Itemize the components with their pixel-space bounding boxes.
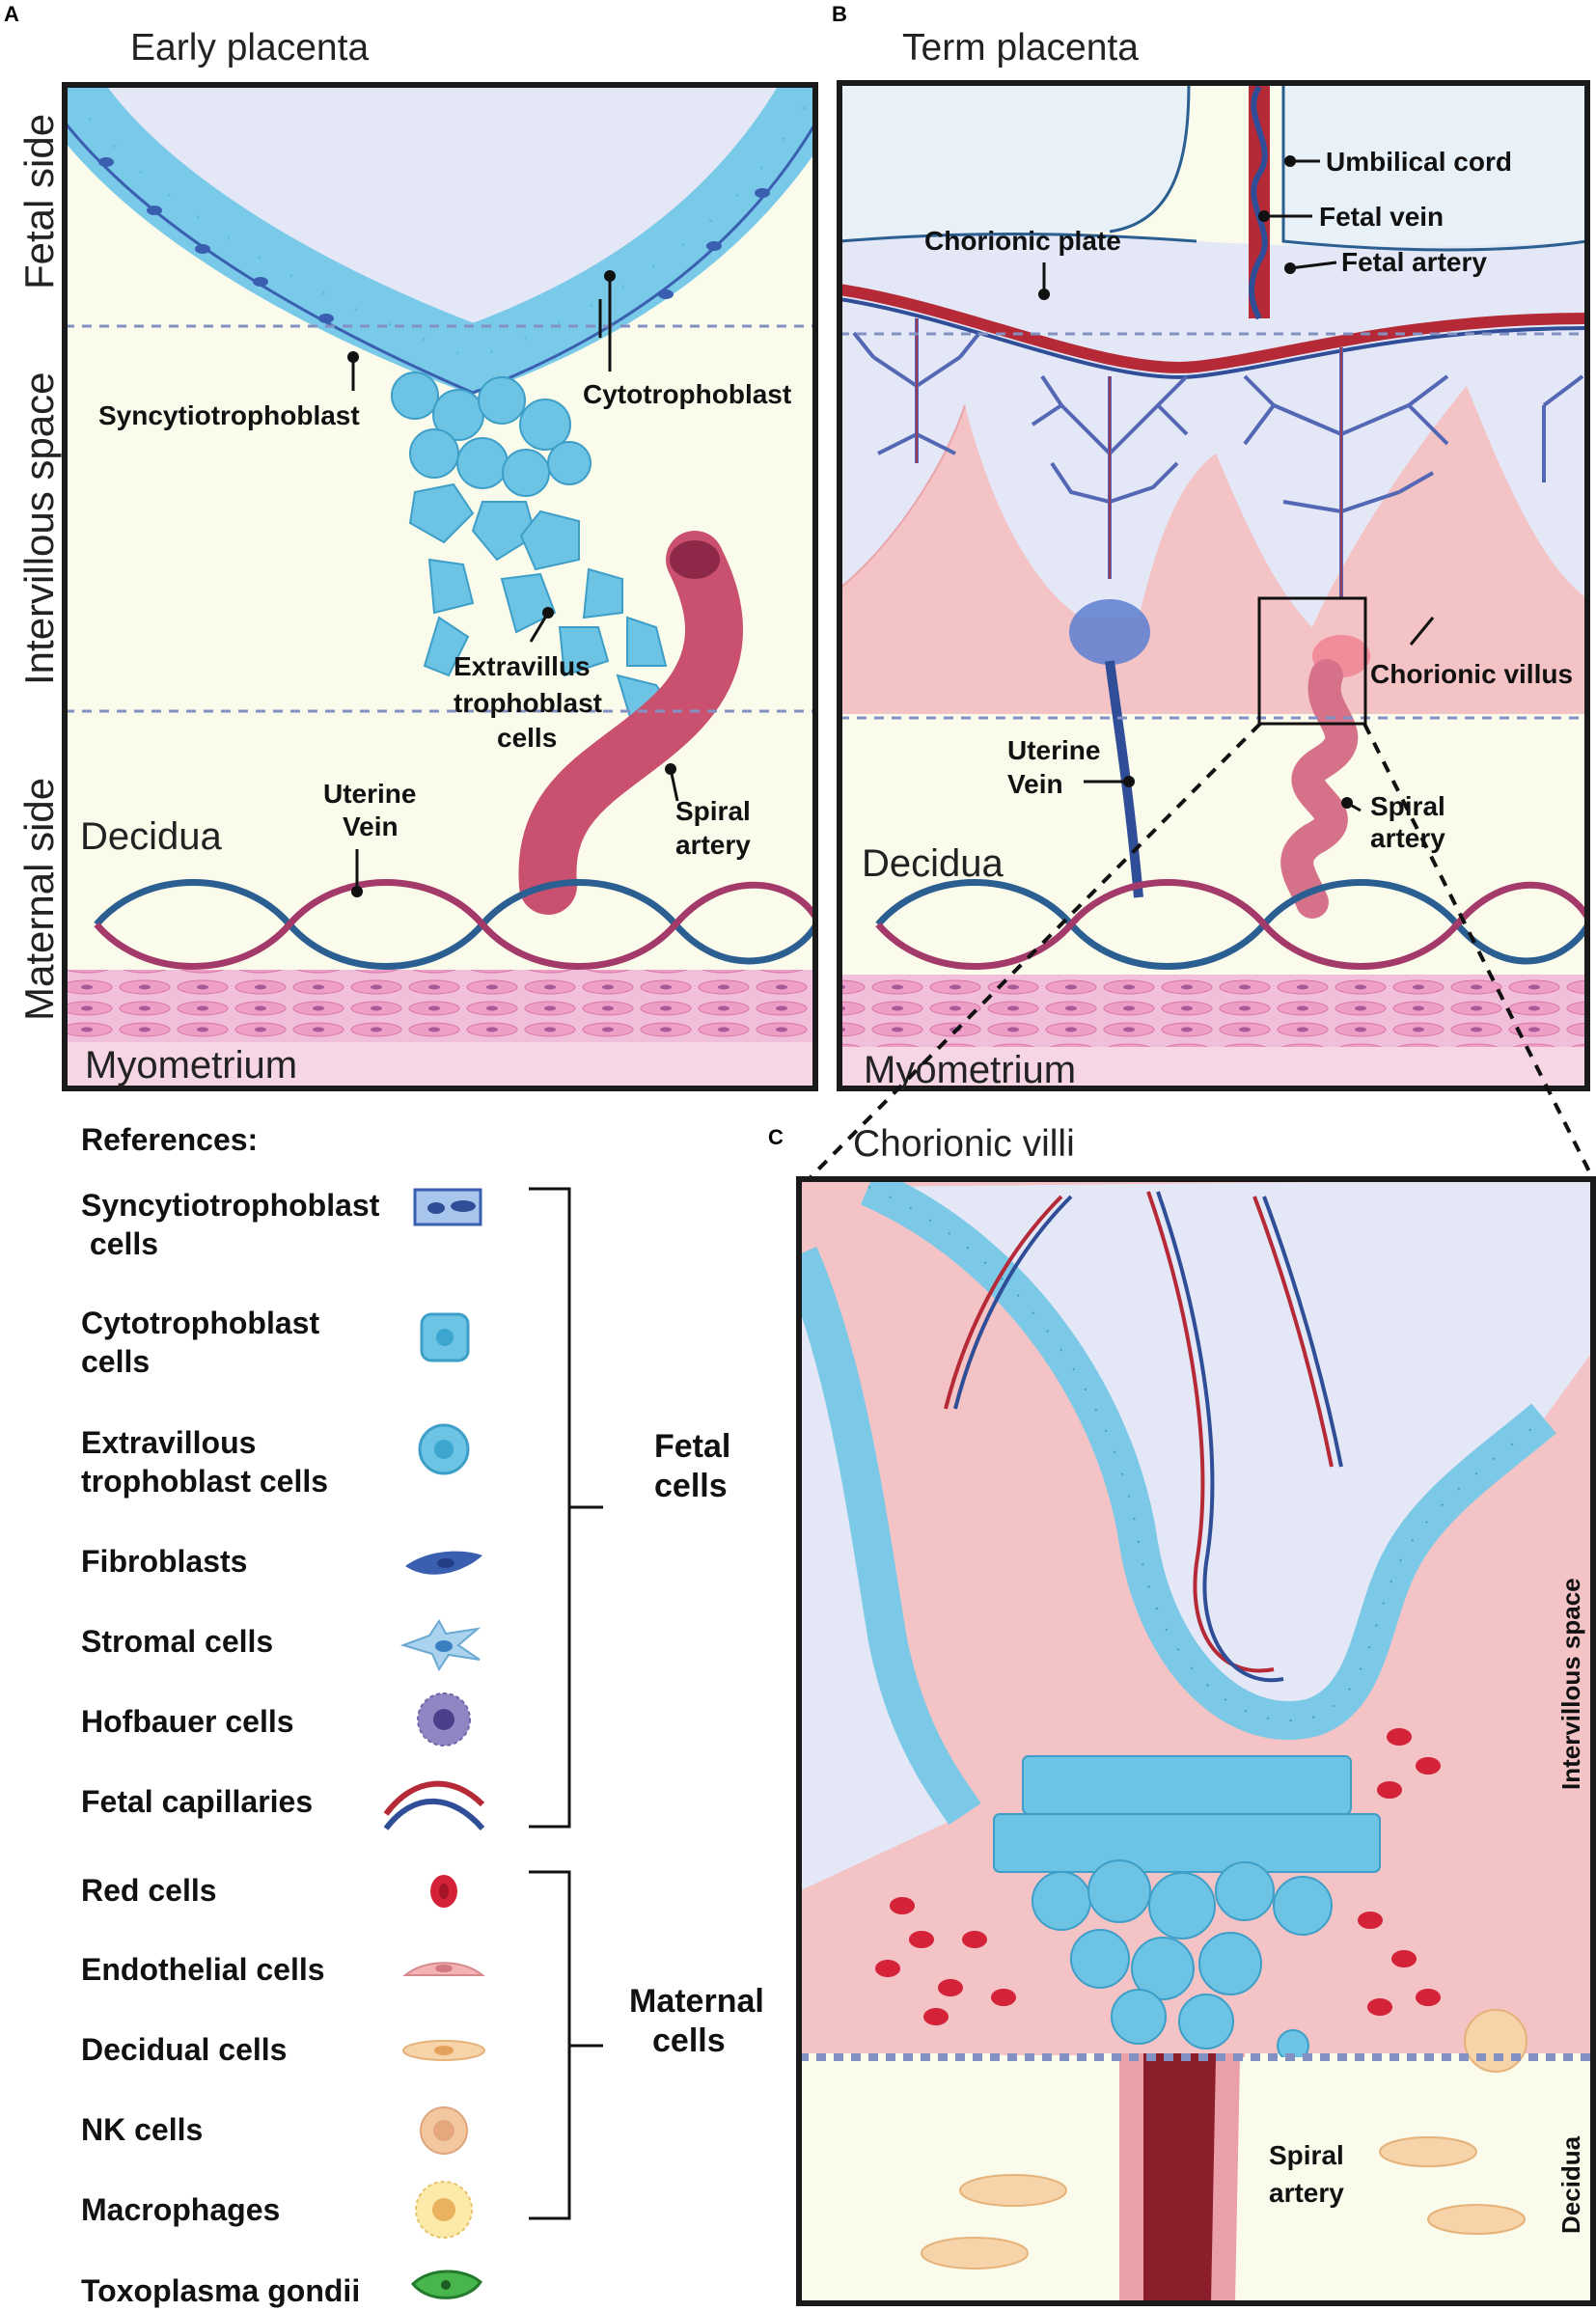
- panel-c-frame: [796, 1176, 1596, 2306]
- panel-a-decidua-label: Decidua: [80, 815, 223, 858]
- legend-label-endothelial-cells: Endothelial cells: [81, 1952, 325, 1987]
- panel-b-title: Term placenta: [902, 27, 1139, 69]
- panel-a-myometrium-label: Myometrium: [85, 1044, 297, 1087]
- panel-c-spiral-artery-label-line1: Spiral: [1269, 2140, 1344, 2170]
- legend-label-syncytiotrophoblast-line1: Syncytiotrophoblast: [81, 1188, 380, 1223]
- maternal-cells-bracket: [529, 1870, 571, 2220]
- panel-a-frame: [62, 82, 818, 1091]
- legend-label-fibroblasts: Fibroblasts: [81, 1544, 247, 1579]
- chorionic-villus-label: Chorionic villus: [1370, 659, 1573, 689]
- panel-c-illustration: [799, 1179, 1593, 2303]
- extravillous-trophoblast-icon: [418, 1423, 470, 1475]
- panel-b-uterine-vein-label-line1: Uterine: [1007, 735, 1100, 765]
- panel-c: C Chorionic villi: [768, 1123, 1596, 2306]
- panel-b-spiral-artery-label-line2: artery: [1370, 823, 1445, 853]
- legend-label-stromal-cells: Stromal cells: [81, 1624, 273, 1659]
- cytotrophoblast-label: Cytotrophoblast: [583, 379, 791, 409]
- panel-c-intervillous-space-label: Intervillous space: [1556, 1578, 1585, 1790]
- legend-label-fetal-capillaries: Fetal capillaries: [81, 1784, 313, 1819]
- maternal-cells-label-line2: cells: [652, 2022, 726, 2059]
- legend-label-extravillous-line2: trophoblast cells: [81, 1464, 328, 1499]
- panel-a-uterine-vein-label-line2: Vein: [343, 812, 399, 841]
- macrophage-icon: [415, 2181, 473, 2239]
- panel-c-title: Chorionic villi: [853, 1123, 1075, 1165]
- legend-label-syncytiotrophoblast-line2: cells: [81, 1226, 158, 1261]
- panel-b: B Term placenta: [809, 2, 1594, 1179]
- stromal-cell-icon: [399, 1619, 482, 1672]
- panel-c-spiral-artery-label-line2: artery: [1269, 2178, 1344, 2208]
- legend-label-hofbauer-cells: Hofbauer cells: [81, 1704, 294, 1739]
- panel-a-letter: A: [4, 2, 19, 26]
- panel-a-spiral-artery-label-line1: Spiral: [675, 796, 751, 826]
- references-legend: References: Syncytiotrophoblast cells Cy…: [81, 1122, 764, 2308]
- legend-label-nk-cells: NK cells: [81, 2112, 203, 2147]
- fetal-capillaries-icon: [383, 1780, 485, 1830]
- intervillous-space-label: Intervillous space: [16, 372, 62, 686]
- fetal-artery-label: Fetal artery: [1341, 247, 1487, 277]
- red-cell-icon: [430, 1875, 457, 1908]
- legend-label-red-cells: Red cells: [81, 1873, 217, 1908]
- panel-a-illustration: [65, 85, 815, 1088]
- panel-a-title: Early placenta: [130, 27, 369, 69]
- panel-b-letter: B: [832, 2, 847, 26]
- panel-a-uterine-vein-label-line1: Uterine: [323, 779, 416, 809]
- fetal-vein-label: Fetal vein: [1319, 202, 1444, 232]
- panel-c-decidua-label: Decidua: [1556, 2135, 1585, 2234]
- hofbauer-cell-icon: [417, 1692, 471, 1747]
- endothelial-cell-icon: [402, 1962, 485, 1976]
- legend-label-macrophages: Macrophages: [81, 2192, 280, 2227]
- cytotrophoblast-icon: [420, 1312, 470, 1362]
- extravillus-trophoblast-label-line2: trophoblast: [454, 688, 602, 718]
- panel-b-uterine-vein-label-line2: Vein: [1007, 769, 1063, 799]
- fetal-cells-label-line2: cells: [654, 1468, 728, 1504]
- panel-a: A Early placenta: [4, 2, 818, 1091]
- fetal-cells-label-line1: Fetal: [654, 1428, 730, 1465]
- legend-label-toxoplasma-gondii: Toxoplasma gondii: [81, 2273, 360, 2308]
- panel-c-letter: C: [768, 1125, 784, 1149]
- fetal-side-label: Fetal side: [16, 114, 62, 289]
- fetal-cells-bracket: [529, 1187, 571, 1829]
- fibroblast-icon: [405, 1551, 482, 1575]
- chorionic-plate-label: Chorionic plate: [924, 226, 1121, 256]
- panel-a-spiral-artery-label-line2: artery: [675, 830, 751, 860]
- extravillus-trophoblast-label-line3: cells: [497, 723, 557, 753]
- nk-cell-icon: [420, 2106, 468, 2155]
- panel-b-frame: [837, 80, 1590, 1091]
- legend-label-extravillous-line1: Extravillous: [81, 1425, 256, 1460]
- decidual-cell-icon: [402, 2040, 485, 2061]
- panel-b-myometrium-label: Myometrium: [864, 1049, 1076, 1091]
- maternal-cells-label-line1: Maternal: [629, 1983, 764, 2020]
- legend-label-decidual-cells: Decidual cells: [81, 2032, 287, 2067]
- references-heading: References:: [81, 1122, 258, 1157]
- extravillus-trophoblast-label-line1: Extravillus: [454, 651, 591, 681]
- toxoplasma-gondii-icon: [410, 2270, 482, 2299]
- umbilical-cord-label: Umbilical cord: [1326, 147, 1512, 177]
- panel-b-illustration: [839, 83, 1587, 1088]
- panel-b-decidua-label: Decidua: [862, 842, 1004, 885]
- legend-label-cytotrophoblast-line1: Cytotrophoblast: [81, 1306, 319, 1340]
- syncytiotrophoblast-icon: [413, 1188, 482, 1226]
- legend-label-cytotrophoblast-line2: cells: [81, 1344, 150, 1379]
- syncytiotrophoblast-label: Syncytiotrophoblast: [98, 400, 360, 430]
- maternal-side-label: Maternal side: [16, 778, 62, 1021]
